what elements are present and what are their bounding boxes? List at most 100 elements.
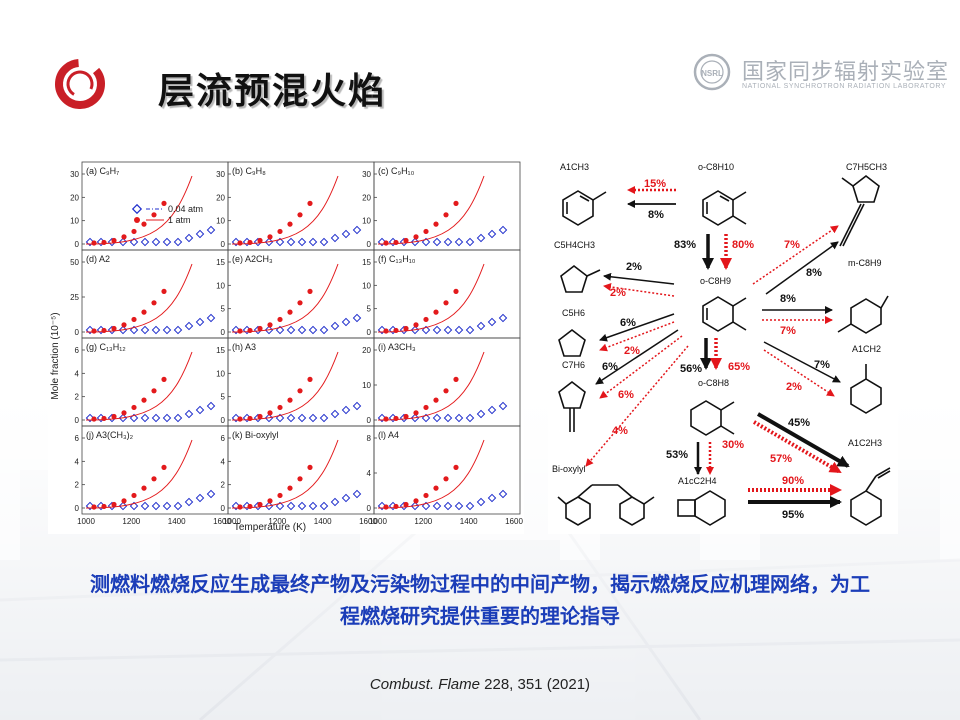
y-tick-label: 0: [75, 328, 80, 337]
series-low-pressure-markers: [85, 313, 216, 335]
panel-label: (f) C₁₃H₁₀: [378, 254, 416, 264]
bioxylyl-structure: [557, 484, 655, 526]
panel-label: (i) A3CH₃: [378, 342, 416, 352]
y-tick-label: 4: [221, 457, 226, 466]
reference-journal: Combust. Flame: [369, 676, 480, 693]
model-curve: [231, 175, 339, 245]
legend-low-label: 0.04 atm: [168, 204, 203, 214]
model-curve: [85, 439, 193, 509]
svg-text:NSRL: NSRL: [701, 69, 723, 78]
pct-c5h6-black: 6%: [620, 317, 636, 329]
y-tick-label: 0: [367, 504, 372, 513]
pct-a1ch3-black: 8%: [648, 209, 664, 221]
y-tick-label: 15: [216, 258, 225, 267]
pct-styrene-black: 45%: [788, 417, 810, 429]
nsrl-logo-icon: NSRL: [693, 53, 731, 91]
pct-oc8h8-red: 65%: [728, 361, 750, 373]
y-tick-label: 0: [221, 328, 226, 337]
y-tick-label: 10: [216, 281, 225, 290]
y-tick-label: 30: [362, 170, 371, 179]
species-label-bioxylyl: Bi-oxylyl: [552, 464, 586, 474]
styrene-structure: [850, 467, 891, 526]
x-tick-label: 1200: [268, 517, 286, 526]
pct-oc8h9-black: 83%: [674, 239, 696, 251]
legend-high-label: 1 atm: [168, 215, 191, 225]
y-tick-label: 15: [362, 258, 371, 267]
model-curve: [377, 351, 485, 421]
pct-styrene-red: 57%: [770, 453, 792, 465]
species-label-mc8h9: m-C8H9: [848, 258, 882, 268]
toluene-structure: [562, 190, 607, 226]
benzocyclobutene-structure: [677, 490, 726, 526]
y-tick-label: 20: [362, 193, 371, 202]
series-high-pressure-markers: [383, 200, 459, 246]
y-tick-label: 0: [221, 416, 226, 425]
x-tick-label: 1000: [369, 517, 387, 526]
y-tick-label: 5: [367, 305, 372, 314]
pct-a1cc2h4-black: 53%: [666, 449, 688, 461]
y-tick-label: 10: [216, 369, 225, 378]
pct-oc8h9-red: 80%: [732, 239, 754, 251]
model-curve: [85, 351, 193, 421]
pct-a1ch2-red: 2%: [786, 381, 802, 393]
panel-label: (j) A3(CH₃)₂: [86, 430, 134, 440]
y-tick-label: 0: [75, 504, 80, 513]
y-tick-label: 0: [221, 504, 226, 513]
pct-c7h5ch3-black: 8%: [806, 267, 822, 279]
org-english-name: NATIONAL SYNCHROTRON RADIATION LABORATOR…: [742, 83, 947, 90]
species-label-oc8h10: o-C8H10: [698, 162, 734, 172]
model-curve: [231, 439, 339, 509]
pct-a1ch2-black: 7%: [814, 359, 830, 371]
pct-c5h6-red: 2%: [624, 345, 640, 357]
x-tick-label: 1000: [223, 517, 241, 526]
x-tick-label: 1400: [168, 517, 186, 526]
species-label-oc8h9: o-C8H9: [700, 276, 731, 286]
model-curve: [377, 439, 485, 509]
y-tick-label: 2: [75, 481, 80, 490]
species-label-c7h6: C7H6: [562, 360, 585, 370]
y-axis-label: Mole fraction (10⁻⁵): [50, 312, 61, 399]
panel-label: (l) A4: [378, 430, 399, 440]
model-curve: [85, 175, 193, 245]
species-label-c5h4ch3: C5H4CH3: [554, 240, 595, 250]
c7h6-structure: [558, 380, 586, 432]
y-tick-label: 50: [70, 258, 79, 267]
species-label-oc8h8: o-C8H8: [698, 378, 729, 388]
reference-citation: Combust. Flame 228, 351 (2021): [0, 676, 960, 693]
x-tick-label: 1000: [77, 517, 95, 526]
pct-mc8h9-black: 8%: [780, 293, 796, 305]
caption-line-2: 程燃烧研究提供重要的理论指导: [340, 604, 620, 628]
reference-details: 228, 351 (2021): [479, 676, 591, 693]
y-tick-label: 0: [221, 240, 226, 249]
y-tick-label: 2: [75, 393, 80, 402]
y-tick-label: 20: [362, 346, 371, 355]
benzyl-radical-structure: [850, 364, 882, 414]
pct-benzocyclobutene-black: 95%: [782, 509, 804, 521]
pct-c5h4ch3-black: 2%: [626, 261, 642, 273]
y-tick-label: 6: [221, 434, 226, 443]
o-xylylene-structure: [690, 400, 735, 436]
y-tick-label: 20: [216, 193, 225, 202]
pct-a1cc2h4-red: 30%: [722, 439, 744, 451]
model-curve: [377, 175, 485, 245]
y-tick-label: 6: [75, 346, 80, 355]
y-tick-label: 0: [75, 416, 80, 425]
panel-label: (c) C₉H₁₀: [378, 166, 415, 176]
org-name: 国家同步辐射实验室: [742, 60, 950, 85]
x-tick-label: 1600: [213, 517, 231, 526]
y-tick-label: 0: [367, 328, 372, 337]
panel-label: (d) A2: [86, 254, 110, 264]
o-xylyl-radical-structure: [702, 296, 747, 332]
pct-mc8h9-red: 7%: [780, 325, 796, 337]
institution-logo: [55, 59, 105, 109]
